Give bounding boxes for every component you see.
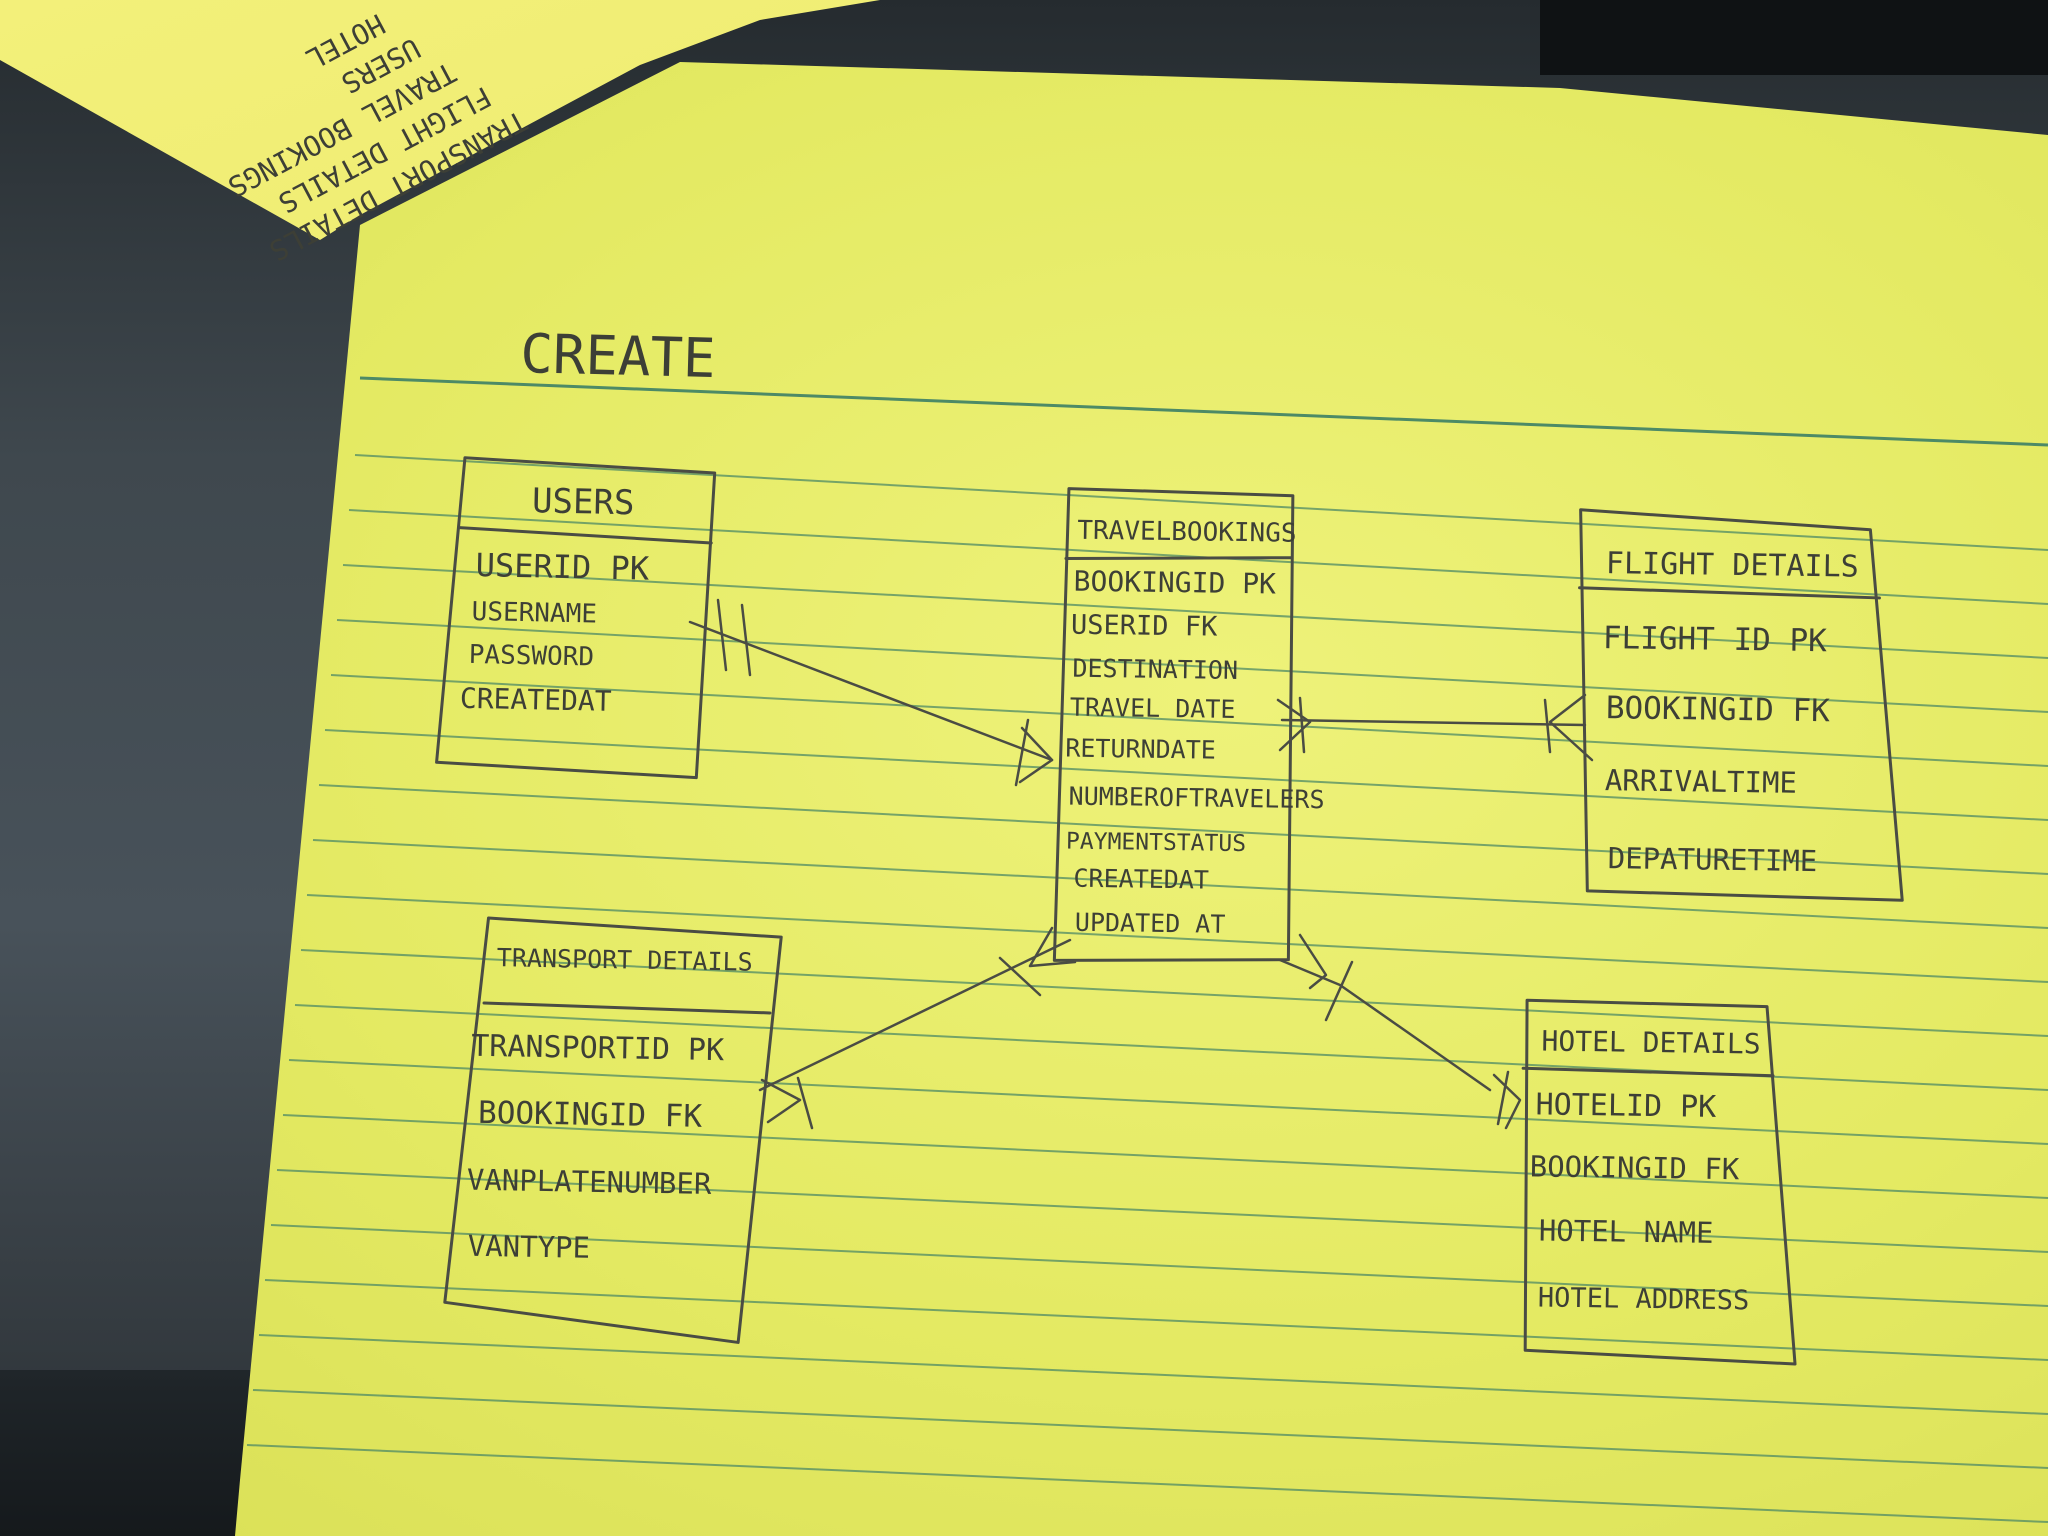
ruled-line [318,784,2048,875]
ruled-line [252,1389,2048,1469]
entity-field: BOOKINGID FK [1606,690,1831,729]
entity-title: USERS [532,481,635,523]
entity-field: ARRIVALTIME [1605,763,1798,800]
entity-field: CREATEDAT [460,682,613,718]
ruled-line [246,1444,2048,1523]
entity-field: HOTEL ADDRESS [1538,1282,1750,1316]
entity-field: PAYMENTSTATUS [1066,829,1246,858]
entity-field: HOTELID PK [1535,1087,1716,1125]
heading-rule [359,376,2048,447]
entity-field: UPDATED AT [1075,908,1226,939]
ruled-line [330,674,2048,767]
entity-hotel-details: HOTEL DETAILS HOTELID PK BOOKINGID FK HO… [1521,998,1797,1366]
entity-field: PASSWORD [469,640,595,673]
entity-field: USERID FK [1071,610,1218,643]
entity-field: FLIGHT ID PK [1603,620,1828,659]
entity-field: BOOKINGID PK [1073,565,1276,601]
ruled-line [282,1114,2048,1199]
entity-field: RETURNDATE [1065,734,1216,765]
entity-title: FLIGHT DETAILS [1606,546,1859,585]
entity-field: BOOKINGID FK [1530,1149,1741,1186]
page-title: CREATE [520,322,717,390]
ruled-line [276,1169,2048,1253]
ruled-line [258,1334,2048,1415]
entity-title: TRAVELBOOKINGS [1077,516,1297,549]
entity-field: USERID PK [475,546,650,588]
entity-field: HOTEL NAME [1539,1213,1714,1249]
relationship-bookings-flight [1276,693,1594,762]
top-sheet-text: TRANSPORT DETAILS FLIGHT DETAILS TRAVEL … [222,7,532,267]
entity-field: CREATEDAT [1073,864,1209,895]
ruled-line [300,949,2048,1037]
ruled-line [312,839,2048,929]
entity-field: TRAVEL DATE [1070,693,1236,724]
ruled-line [270,1224,2048,1307]
entity-travel-bookings: TRAVELBOOKINGS BOOKINGID PK USERID FK DE… [1052,487,1325,962]
entity-transport-details: TRANSPORT DETAILS TRANSPORTID PK BOOKING… [443,916,783,1344]
entity-field: DESTINATION [1072,654,1238,685]
entity-field: DEPATURETIME [1608,841,1818,878]
relationship-bookings-transport [758,926,1077,1130]
dark-object [1540,0,2048,75]
entity-field: TRANSPORTID PK [471,1029,724,1068]
ruled-line [354,454,2048,551]
ruled-line [342,564,2048,659]
ruled-line [306,894,2048,983]
relationship-users-bookings [688,598,1054,787]
entity-flight-details: FLIGHT DETAILS FLIGHT ID PK BOOKINGID FK… [1578,508,1904,902]
entity-title: HOTEL DETAILS [1541,1024,1761,1060]
entity-field: NUMBEROFTRAVELERS [1068,782,1324,815]
entity-users: USERS USERID PK USERNAME PASSWORD CREATE… [435,456,717,780]
ruled-line [336,619,2048,713]
ruled-line [324,729,2048,821]
ruled-line [288,1059,2048,1145]
ruled-line [264,1279,2048,1361]
entity-field: VANPLATENUMBER [467,1163,713,1201]
entity-title: TRANSPORT DETAILS [497,943,753,976]
relationship-bookings-hotel [1278,933,1522,1130]
entity-field: USERNAME [471,597,597,630]
entity-field: BOOKINGID FK [478,1095,703,1135]
entity-field: VANTYPE [467,1229,590,1265]
